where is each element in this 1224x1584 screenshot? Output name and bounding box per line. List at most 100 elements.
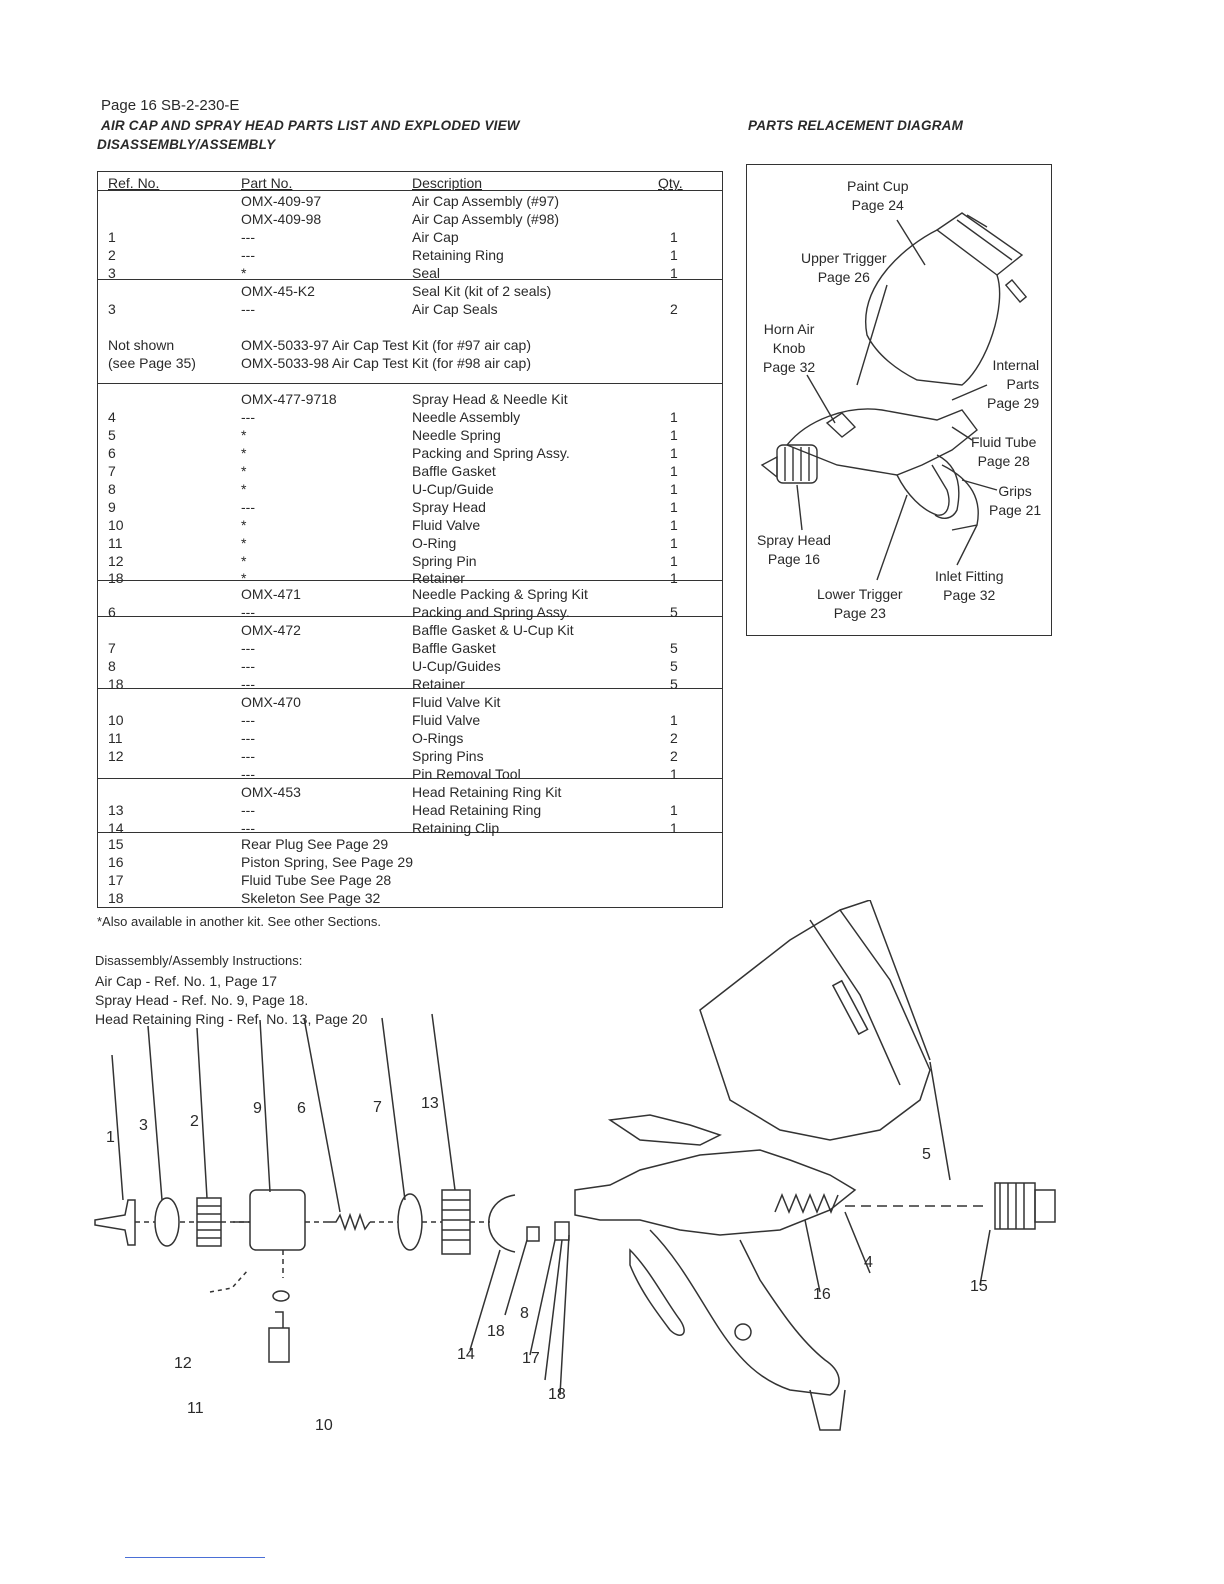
col-part-header: Part No.: [241, 175, 293, 191]
part-number-cell: OMX-409-98: [241, 211, 322, 227]
ref-cell: 3: [108, 301, 116, 317]
ref-number: 3: [139, 1117, 148, 1134]
ref-number: 9: [253, 1100, 262, 1117]
description-cell: U-Cup/Guides: [412, 658, 501, 674]
qty-cell: 1: [670, 553, 678, 569]
parts-table: Ref. No. Part No. Description Qty. OMX-4…: [97, 171, 723, 908]
description-cell: Needle Packing & Spring Kit: [412, 586, 588, 602]
instructions-heading: Disassembly/Assembly Instructions:: [95, 953, 303, 968]
qty-cell: 1: [670, 409, 678, 425]
callout-label: Paint Cup: [847, 178, 909, 194]
qty-cell: 2: [670, 730, 678, 746]
description-cell: O-Rings: [412, 730, 464, 746]
callout-label: Fluid Tube: [971, 434, 1037, 450]
part-number-cell: ---: [241, 499, 255, 515]
part-number-cell: ---: [241, 766, 255, 782]
part-number-cell: OMX-45-K2: [241, 283, 315, 299]
description-cell: Fluid Valve: [412, 517, 481, 533]
callout-label: Spray Head: [757, 532, 831, 548]
spray-gun-illustration: [760, 212, 1028, 581]
table-row: 8 --- U-Cup/Guides 5: [98, 657, 722, 675]
instruction-line: Spray Head - Ref. No. 9, Page 18.: [95, 992, 309, 1008]
part-number-cell: ---: [241, 247, 255, 263]
ref-cell: 17: [108, 872, 124, 888]
page-subtitle: DISASSEMBLY/ASSEMBLY: [97, 137, 276, 152]
divider: [98, 832, 722, 833]
part-number-cell: *: [241, 517, 247, 533]
ref-number: 10: [315, 1417, 333, 1434]
ref-cell: 14: [108, 820, 124, 836]
footnote: *Also available in another kit. See othe…: [97, 914, 382, 929]
part-number-cell: Rear Plug See Page 29: [241, 836, 389, 852]
description-cell: Retaining Ring: [412, 247, 504, 263]
part-number-cell: OMX-5033-98 Air Cap Test Kit (for #98 ai…: [241, 355, 531, 371]
qty-cell: 5: [670, 658, 678, 674]
table-row: OMX-409-98 Air Cap Assembly (#98): [98, 210, 722, 228]
description-cell: Air Cap Assembly (#98): [412, 211, 560, 227]
callout-page: Page 16: [767, 551, 821, 567]
ref-cell: 18: [108, 570, 124, 586]
description-cell: Fluid Valve: [412, 712, 481, 728]
ref-cell: 4: [108, 409, 116, 425]
qty-cell: 1: [670, 820, 678, 836]
ref-number: 7: [373, 1099, 382, 1116]
description-cell: Retainer: [412, 570, 465, 586]
qty-cell: 1: [670, 535, 678, 551]
callout-label: Grips: [998, 483, 1032, 499]
qty-cell: 1: [670, 712, 678, 728]
ref-cell: 8: [108, 481, 116, 497]
description-cell: Spray Head & Needle Kit: [412, 391, 568, 407]
part-number-cell: OMX-5033-97 Air Cap Test Kit (for #97 ai…: [241, 337, 531, 353]
ref-cell: 7: [108, 640, 116, 656]
ref-cell: 5: [108, 427, 116, 443]
description-cell: Packing and Spring Assy.: [412, 445, 570, 461]
callout-label: Parts: [1006, 376, 1040, 392]
part-number-cell: OMX-409-97: [241, 193, 322, 209]
table-row: 15 Rear Plug See Page 29: [98, 835, 722, 853]
part-number-cell: *: [241, 553, 247, 569]
ref-number: 8: [520, 1305, 529, 1322]
qty-cell: 2: [670, 748, 678, 764]
callout-label: Internal: [992, 357, 1040, 373]
description-cell: Spray Head: [412, 499, 486, 515]
description-cell: Seal: [412, 265, 441, 281]
col-desc-header: Description: [412, 175, 483, 191]
description-cell: Pin Removal Tool: [412, 766, 521, 782]
part-number-cell: ---: [241, 658, 255, 674]
part-number-cell: ---: [241, 802, 255, 818]
description-cell: O-Ring: [412, 535, 457, 551]
part-number-cell: Piston Spring, See Page 29: [241, 854, 414, 870]
ref-cell: 15: [108, 836, 124, 852]
part-number-cell: ---: [241, 604, 255, 620]
col-qty-header: Qty.: [658, 175, 683, 191]
ref-number: 18: [548, 1386, 566, 1403]
ref-number: 18: [487, 1323, 505, 1340]
divider: [98, 383, 722, 384]
ref-number: 17: [522, 1350, 540, 1367]
qty-cell: 1: [670, 229, 678, 245]
description-cell: Packing and Spring Assy.: [412, 604, 570, 620]
description-cell: Retainer: [412, 676, 465, 692]
table-row: Not shown OMX-5033-97 Air Cap Test Kit (f…: [98, 336, 722, 354]
ref-cell: 8: [108, 658, 116, 674]
qty-cell: 1: [670, 499, 678, 515]
ref-cell: Not shown: [108, 337, 175, 353]
part-number-cell: ---: [241, 730, 255, 746]
description-cell: Retaining Clip: [412, 820, 500, 836]
